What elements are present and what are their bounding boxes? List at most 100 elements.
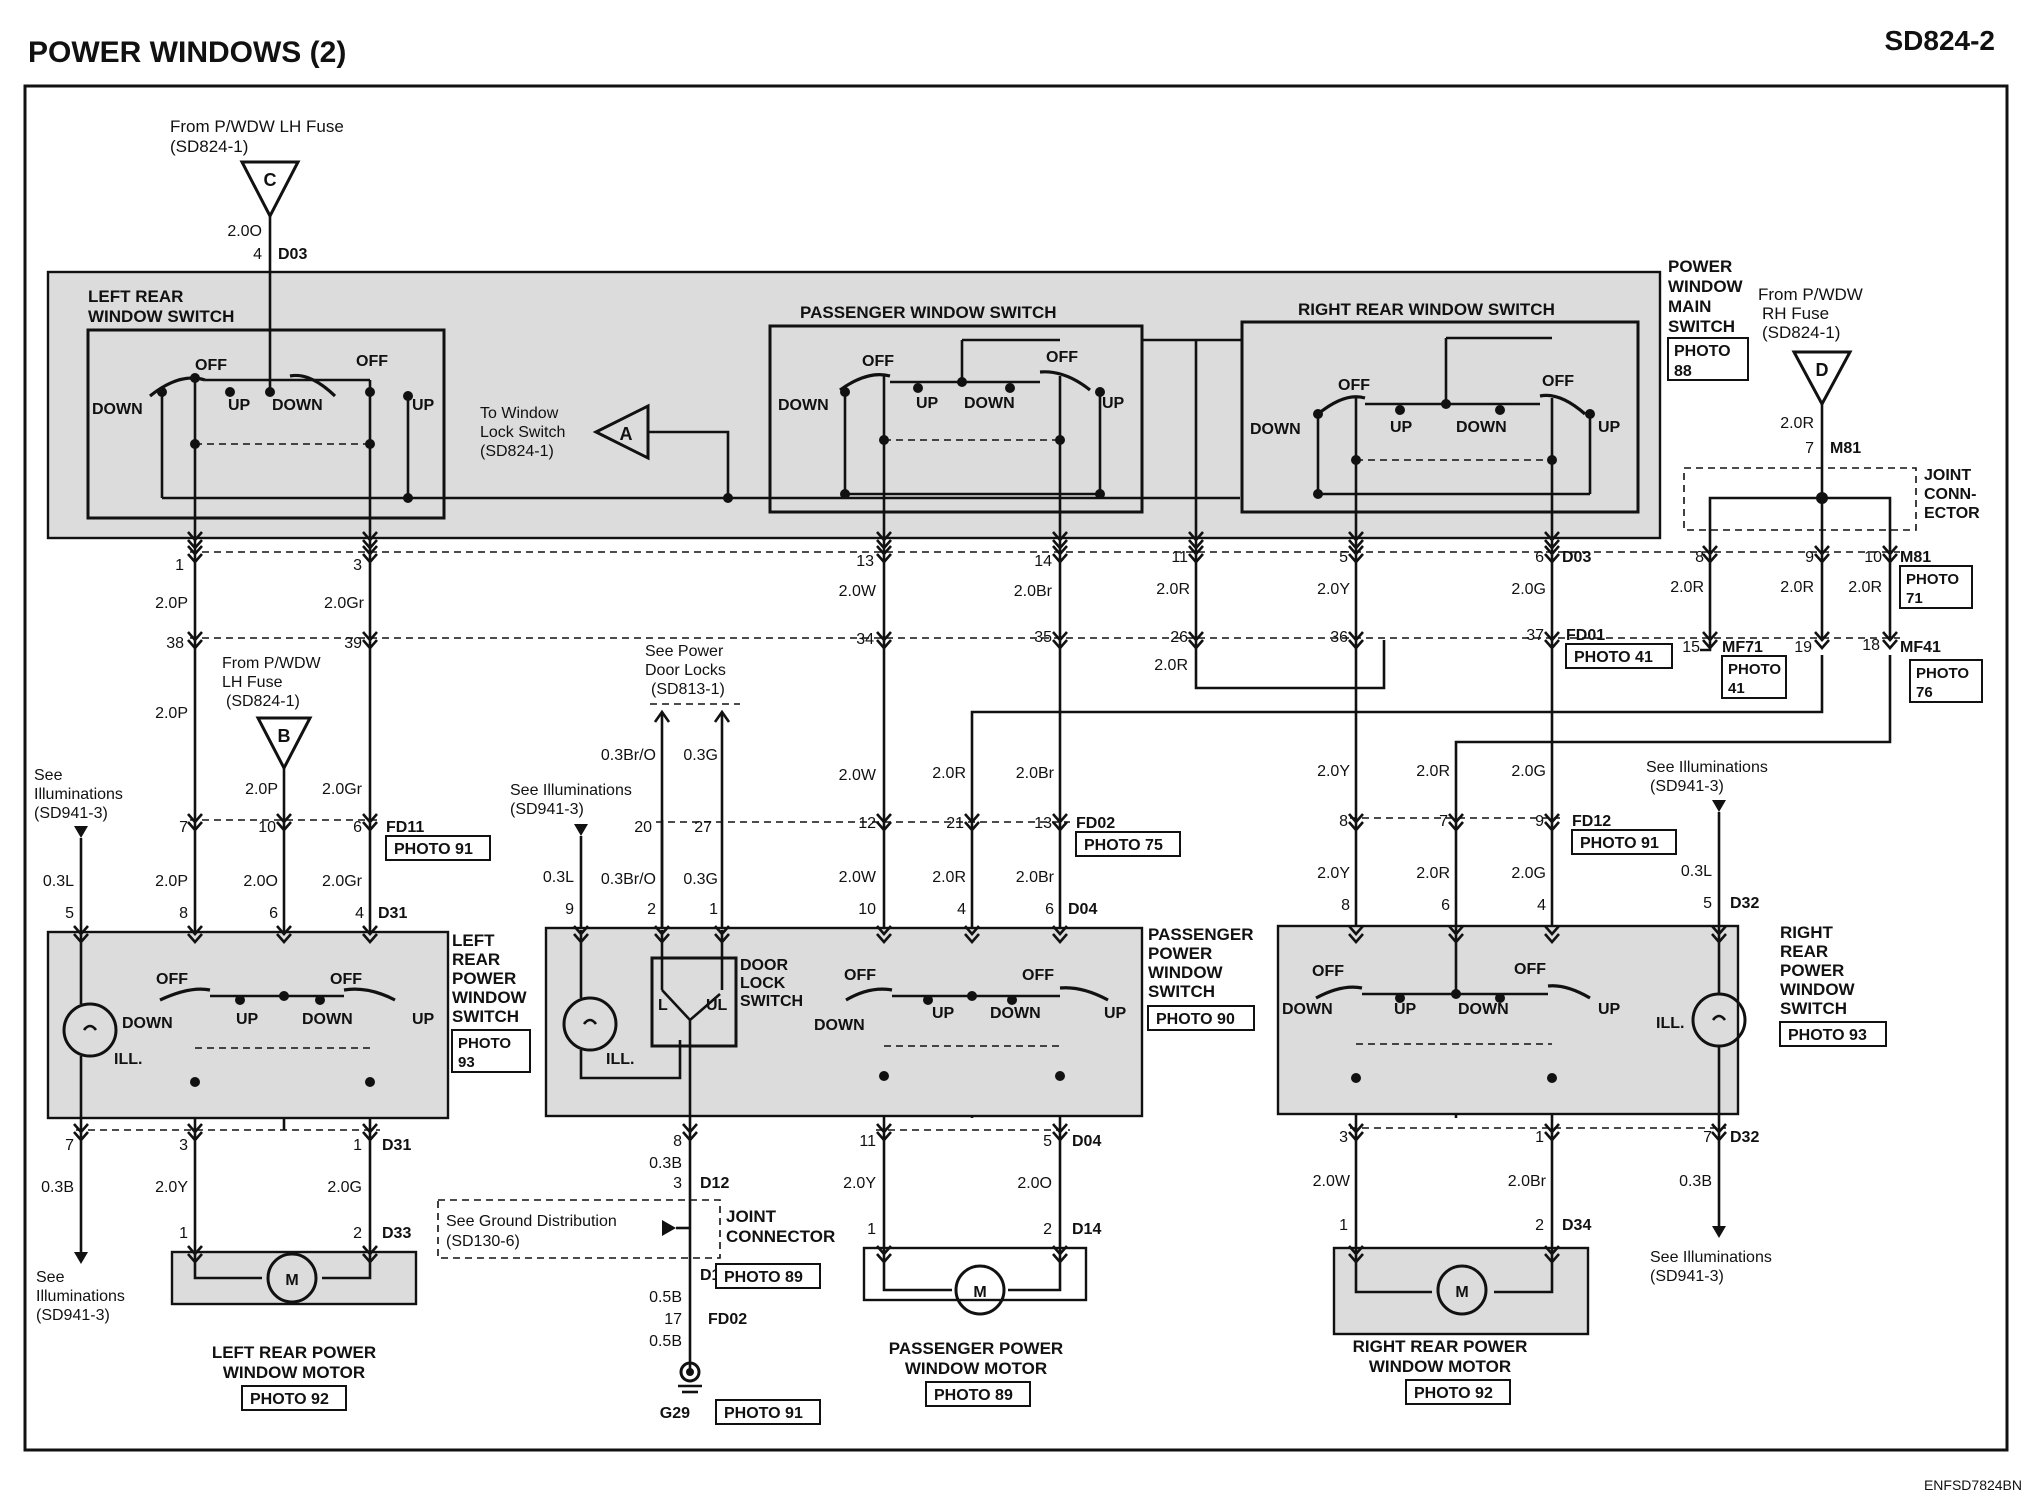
svg-text:UP: UP (1598, 1001, 1621, 1018)
svg-text:8: 8 (1339, 813, 1348, 830)
svg-text:LOCK: LOCK (740, 975, 786, 992)
svg-text:PHOTO: PHOTO (1674, 343, 1731, 360)
svg-text:2.0W: 2.0W (1313, 1173, 1351, 1190)
svg-text:FD01: FD01 (1566, 627, 1605, 644)
connector-pin-mark (1544, 1123, 1560, 1142)
svg-text:UP: UP (1394, 1001, 1417, 1018)
svg-text:L: L (658, 997, 668, 1014)
svg-text:2.0Br: 2.0Br (1014, 583, 1053, 600)
connector-pin-mark (1544, 545, 1560, 564)
svg-text:0.3L: 0.3L (543, 869, 574, 886)
photo-91-fd12: PHOTO 91 (1571, 829, 1677, 855)
svg-text:(SD813-1): (SD813-1) (651, 681, 725, 698)
connector-pin-mark (1448, 925, 1464, 944)
svg-text:B: B (278, 726, 291, 746)
svg-text:4: 4 (355, 905, 364, 922)
svg-text:Lock Switch: Lock Switch (480, 424, 565, 441)
svg-text:A: A (620, 424, 633, 444)
svg-text:OFF: OFF (1022, 967, 1054, 984)
svg-text:PHOTO 91: PHOTO 91 (1580, 835, 1659, 852)
connector-pin-mark (187, 813, 203, 832)
svg-text:7: 7 (179, 819, 188, 836)
svg-text:OFF: OFF (330, 971, 362, 988)
svg-text:6: 6 (1045, 901, 1054, 918)
svg-text:PHOTO 92: PHOTO 92 (1414, 1385, 1493, 1402)
photo-41-fd01: PHOTO 41 (1565, 643, 1673, 669)
fd01-wires-labels: 2.0P 2.0Gr 2.0W 2.0Br 2.0R 2.0Y 2.0G 2.0… (155, 579, 1941, 674)
svg-text:CONNECTOR: CONNECTOR (726, 1227, 835, 1246)
connector-pin-mark (187, 545, 203, 564)
connector-pin-mark (362, 1123, 378, 1142)
svg-text:1: 1 (353, 1137, 362, 1154)
right-rear-switch-contacts: OFF OFF DOWN UP DOWN UP (1142, 336, 1621, 538)
svg-text:36: 36 (1330, 629, 1348, 646)
svg-text:OFF: OFF (1338, 377, 1370, 394)
svg-text:71: 71 (1906, 590, 1923, 607)
svg-text:3: 3 (353, 557, 362, 574)
svg-text:PHOTO 89: PHOTO 89 (724, 1269, 803, 1286)
svg-text:19: 19 (1794, 639, 1812, 656)
svg-text:WINDOW MOTOR: WINDOW MOTOR (905, 1359, 1047, 1378)
footer-code: ENFSD7824BN (1924, 1477, 2022, 1493)
svg-text:2: 2 (1043, 1221, 1052, 1238)
svg-text:2: 2 (353, 1225, 362, 1242)
connector-pin-mark (1348, 813, 1364, 832)
svg-text:7: 7 (65, 1137, 74, 1154)
svg-text:2.0Y: 2.0Y (1317, 763, 1350, 780)
connector-pin-mark (1052, 631, 1068, 650)
illuminations-ref-left-bottom: See Illuminations (SD941-3) (36, 1252, 125, 1324)
svg-text:REAR: REAR (452, 950, 500, 969)
diagram-code: SD824-2 (1884, 25, 1995, 56)
passenger-switch-internals: L UL DOOR LOCK SWITCH ILL. OFF OFF DOWN … (562, 930, 1127, 1118)
connector-pin-mark (362, 531, 378, 550)
svg-text:3: 3 (673, 1175, 682, 1192)
photo-75-fd02: PHOTO 75 (1075, 831, 1181, 857)
svg-text:See: See (34, 767, 63, 784)
svg-text:35: 35 (1034, 629, 1052, 646)
svg-text:PHOTO 90: PHOTO 90 (1156, 1011, 1235, 1028)
svg-text:M: M (973, 1284, 986, 1301)
connector-pin-mark (1448, 813, 1464, 832)
svg-text:1: 1 (1339, 1217, 1348, 1234)
svg-text:PHOTO 91: PHOTO 91 (724, 1405, 803, 1422)
connector-marks (73, 531, 1898, 1264)
svg-text:See Illuminations: See Illuminations (1650, 1249, 1772, 1266)
svg-text:JOINT: JOINT (726, 1207, 777, 1226)
svg-text:0.3B: 0.3B (649, 1155, 682, 1172)
svg-text:34: 34 (856, 631, 874, 648)
svg-text:2.0W: 2.0W (839, 767, 877, 784)
svg-text:From P/WDW LH Fuse: From P/WDW LH Fuse (170, 117, 344, 136)
connector-pin-mark (1348, 1123, 1364, 1142)
svg-text:DOWN: DOWN (1282, 1001, 1333, 1018)
connector-pin-mark (362, 631, 378, 650)
svg-text:SWITCH: SWITCH (452, 1007, 519, 1026)
connector-pin-mark (714, 925, 730, 944)
svg-text:ILL.: ILL. (114, 1051, 142, 1068)
connector-pin-mark (362, 545, 378, 564)
svg-text:D03: D03 (1562, 549, 1591, 566)
svg-text:10: 10 (1864, 549, 1882, 566)
svg-text:MAIN: MAIN (1668, 297, 1711, 316)
svg-text:0.5B: 0.5B (649, 1289, 682, 1306)
left-rear-power-window-motor: M LEFT REAR POWER WINDOW MOTOR PHOTO 92 (170, 1130, 418, 1411)
svg-text:D31: D31 (382, 1137, 411, 1154)
svg-text:PHOTO 75: PHOTO 75 (1084, 837, 1163, 854)
svg-text:(SD130-6): (SD130-6) (446, 1233, 520, 1250)
svg-text:5: 5 (1339, 549, 1348, 566)
svg-text:37: 37 (1526, 627, 1544, 644)
svg-text:DOOR: DOOR (740, 957, 788, 974)
svg-text:2.0R: 2.0R (1416, 865, 1450, 882)
connector-pin-mark (276, 813, 292, 832)
svg-text:WINDOW: WINDOW (1148, 963, 1224, 982)
svg-text:POWER: POWER (452, 969, 516, 988)
svg-text:PHOTO: PHOTO (1906, 571, 1959, 588)
connector-pin-mark (73, 925, 89, 944)
svg-text:M: M (285, 1272, 298, 1289)
connector-pin-mark (1348, 531, 1364, 550)
svg-text:(SD941-3): (SD941-3) (510, 801, 584, 818)
svg-text:6: 6 (269, 905, 278, 922)
svg-text:WINDOW: WINDOW (1668, 277, 1744, 296)
svg-text:PHOTO: PHOTO (1728, 661, 1781, 678)
connector-pin-mark (876, 631, 892, 650)
svg-text:2.0Br: 2.0Br (1508, 1173, 1547, 1190)
